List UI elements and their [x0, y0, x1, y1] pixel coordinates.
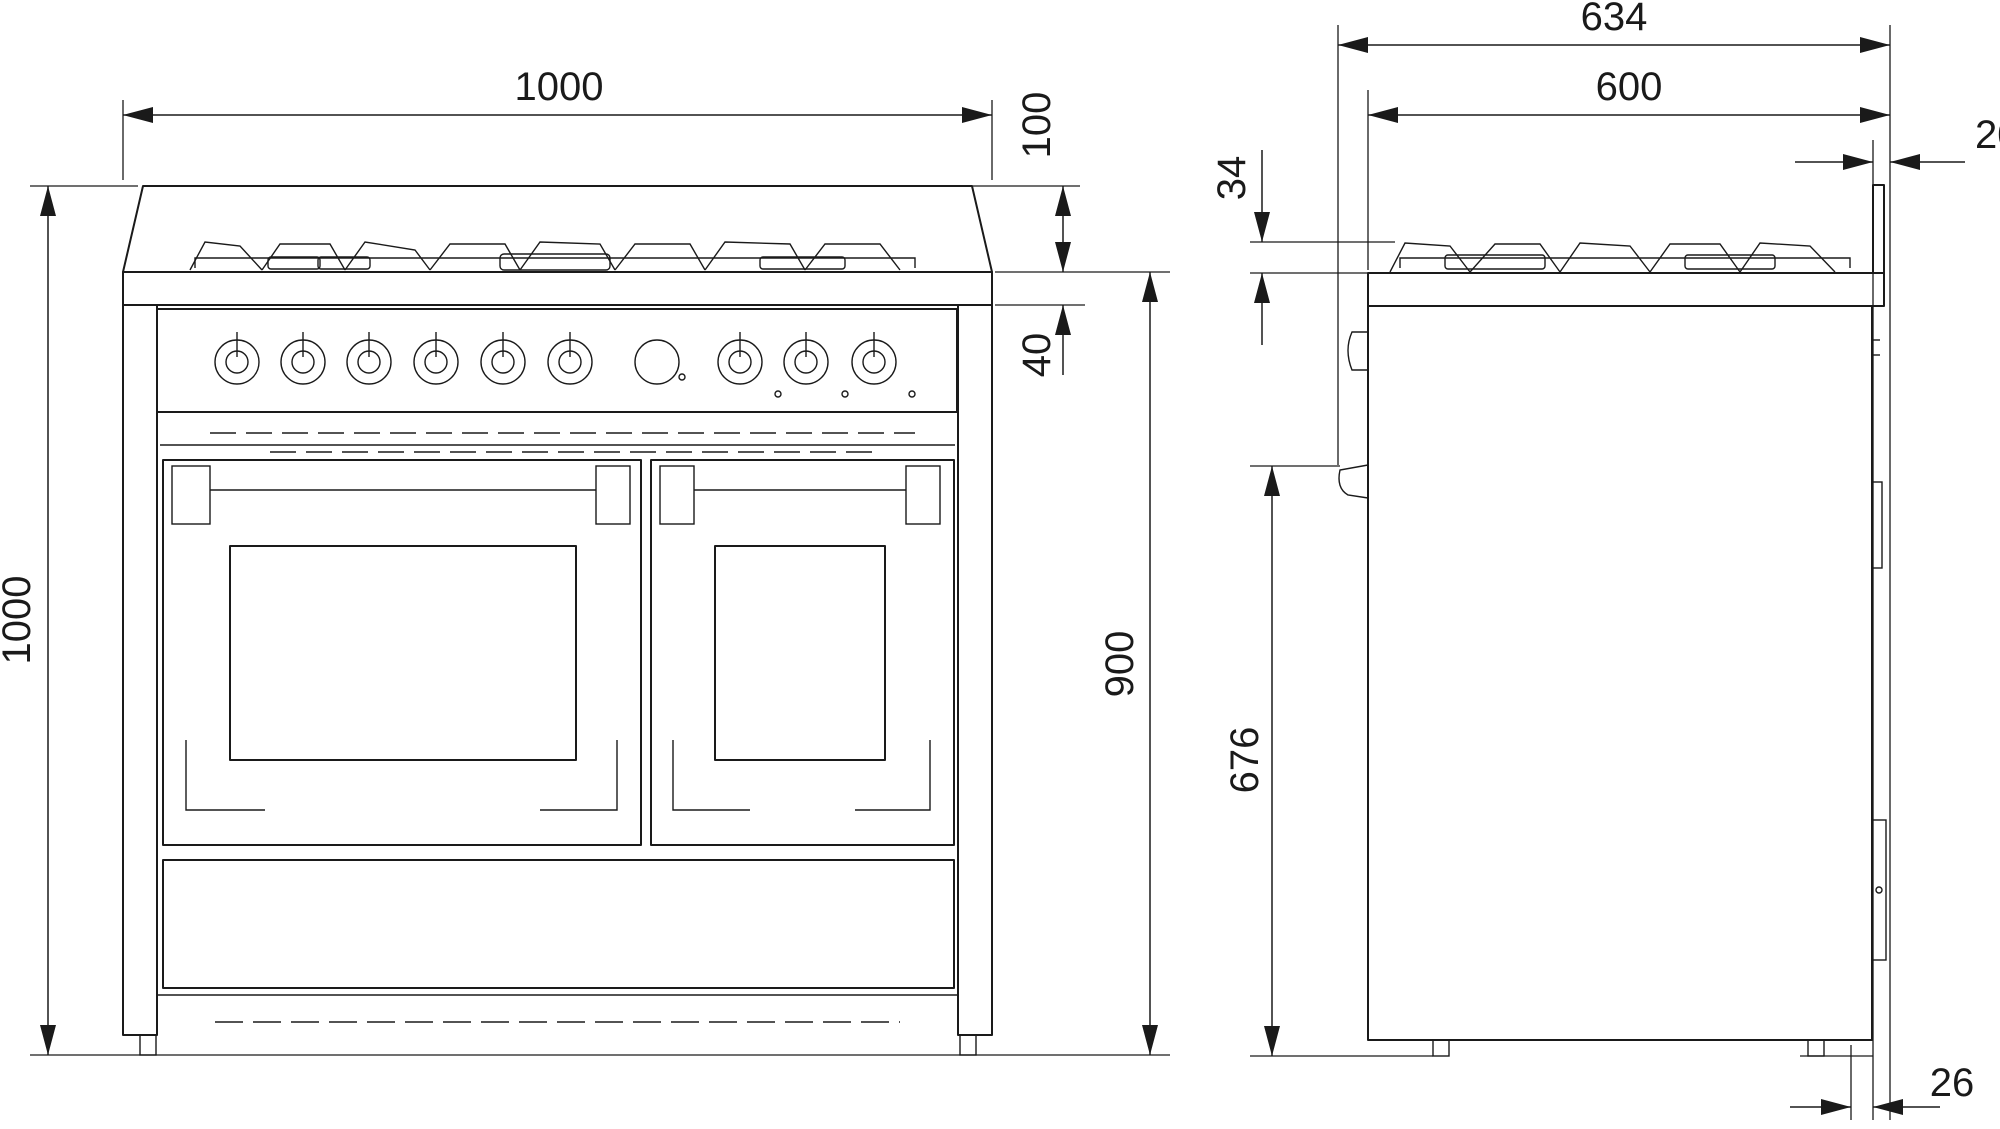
- dim-label-height: 1000: [0, 576, 39, 665]
- right-handle-bracket: [595, 465, 631, 525]
- side-backguard: [1872, 184, 1885, 274]
- dim-label-oven-height: 676: [1223, 727, 1267, 794]
- front-burner-1: [267, 256, 321, 270]
- knob-icon: [413, 332, 459, 385]
- knob-icon: [547, 332, 593, 385]
- dim-label-backguard-depth: 20: [1975, 113, 2000, 157]
- right-hinge: [540, 740, 618, 811]
- left-oven-door: [162, 459, 642, 846]
- dim-label-backguard: 100: [1015, 92, 1059, 159]
- right-handle-bracket: [905, 465, 941, 525]
- dim-body-height: 900: [1098, 272, 1158, 1055]
- side-extension-lines: [1250, 25, 1891, 1120]
- dim-grate-height: 34: [1210, 150, 1270, 345]
- rear-screw-icon: [1875, 886, 1883, 894]
- knob-icon: [346, 332, 392, 385]
- dim-foot-setback: 26: [1790, 1061, 1974, 1115]
- dim-front-height: 1000: [0, 186, 56, 1055]
- dim-label-foot-setback: 26: [1930, 1061, 1975, 1105]
- dim-oven-height: 676: [1223, 466, 1280, 1056]
- side-view: [1338, 184, 1887, 1057]
- front-hob-slab: [122, 271, 993, 306]
- knob-icon: [214, 332, 260, 385]
- control-knobs: [214, 332, 916, 398]
- dim-backguard-depth: 20: [1795, 113, 2000, 170]
- dim-hob-thickness: 40: [1015, 305, 1071, 377]
- rear-latch: [1871, 481, 1883, 569]
- rear-connector: [1871, 819, 1887, 961]
- dim-label-body-depth: 600: [1596, 65, 1663, 109]
- front-left-foot: [139, 1034, 157, 1056]
- front-right-foot: [959, 1034, 977, 1056]
- front-extension-lines: [30, 100, 1170, 1056]
- control-panel: [156, 308, 958, 413]
- knob-icon: [717, 332, 782, 398]
- front-burner-grates: [189, 241, 916, 271]
- knob-icon: [480, 332, 526, 385]
- front-right-post: [957, 304, 993, 1036]
- knob-icon: [851, 332, 916, 398]
- dim-label-grate: 34: [1210, 156, 1254, 201]
- dim-label-depth: 634: [1581, 0, 1648, 39]
- front-burner-4: [759, 256, 846, 270]
- clock-icon: [634, 339, 686, 385]
- front-burner-3: [499, 253, 611, 271]
- side-knob-icon: [1347, 331, 1368, 371]
- dim-body-depth: 600: [1368, 65, 1890, 123]
- side-hob-slab: [1367, 272, 1885, 307]
- front-view: [122, 185, 993, 1056]
- dim-label-width: 1000: [515, 65, 604, 109]
- left-oven-window: [229, 545, 577, 761]
- left-hinge: [185, 740, 265, 811]
- right-hinge: [855, 740, 931, 811]
- right-oven-window: [714, 545, 886, 761]
- storage-drawer: [162, 859, 955, 989]
- side-burner-1: [1444, 254, 1546, 270]
- dim-label-body-height: 900: [1098, 631, 1142, 698]
- left-handle-bracket: [171, 465, 211, 525]
- front-left-post: [122, 304, 158, 1036]
- dim-overall-depth: 634: [1338, 0, 1890, 53]
- dim-front-width: 1000: [123, 65, 992, 123]
- left-hinge: [672, 740, 750, 811]
- side-door-handle: [1338, 464, 1369, 499]
- front-burner-2: [317, 256, 371, 270]
- left-handle-bracket: [659, 465, 695, 525]
- side-rear-foot: [1807, 1039, 1825, 1057]
- knob-icon: [783, 332, 849, 398]
- dim-backguard-height: 100: [1015, 92, 1071, 272]
- front-backguard: [122, 185, 993, 273]
- right-oven-door: [650, 459, 955, 846]
- side-burner-2: [1684, 254, 1776, 270]
- side-grates: [1389, 242, 1851, 273]
- side-front-foot: [1432, 1039, 1450, 1057]
- knob-icon: [280, 332, 326, 385]
- dim-label-hob: 40: [1015, 333, 1059, 378]
- side-body: [1367, 305, 1873, 1041]
